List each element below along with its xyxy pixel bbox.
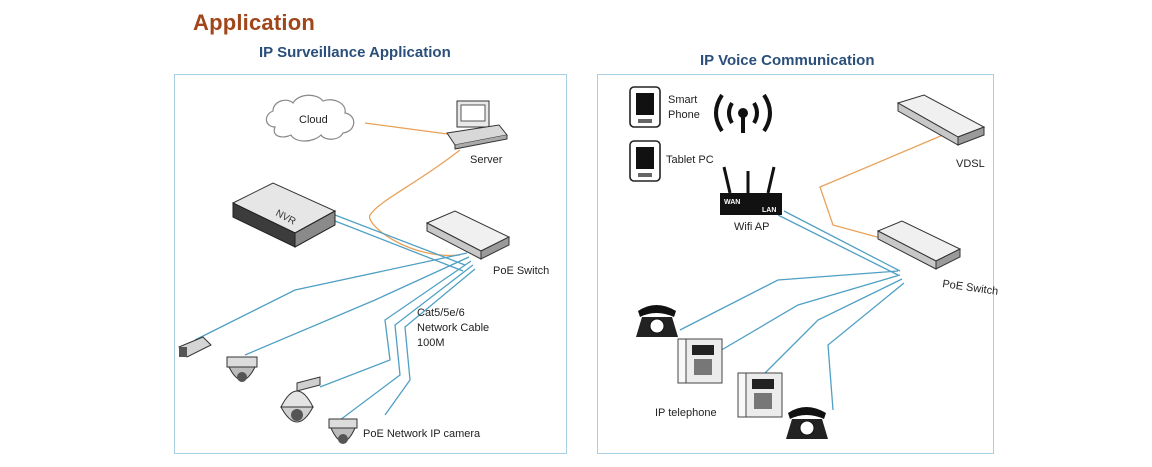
switch-camera5-cable bbox=[384, 268, 476, 416]
nvr-switch-cable-1 bbox=[334, 214, 466, 266]
cable-lines bbox=[679, 134, 944, 411]
rotary-phone-icon bbox=[636, 305, 678, 337]
voice-diagram: Smart Phone Tablet PC WAN LAN Wifi AP bbox=[629, 86, 999, 439]
surveillance-diagram-panel: Cloud Server NVR PoE Switch Cat5/5e/6 Ne… bbox=[174, 74, 567, 454]
vdsl-icon bbox=[896, 94, 986, 146]
smart-phone-icon bbox=[629, 86, 661, 128]
surveillance-diagram: Cloud Server NVR PoE Switch Cat5/5e/6 Ne… bbox=[178, 94, 549, 444]
switch-camera4-cable bbox=[339, 264, 474, 421]
server-label: Server bbox=[470, 154, 503, 166]
voice-panel-title: IP Voice Communication bbox=[700, 52, 875, 69]
switch-phone3-cable bbox=[762, 278, 903, 376]
ip-telephone-icon bbox=[737, 372, 783, 418]
tablet-pc-icon bbox=[629, 140, 661, 182]
poe-switch-icon bbox=[425, 210, 511, 260]
tablet-pc-label: Tablet PC bbox=[666, 154, 714, 166]
ip-telephone-label: IP telephone bbox=[655, 407, 717, 419]
rotary-phone-icon bbox=[786, 407, 828, 439]
cable-label-line2: Network Cable bbox=[417, 322, 489, 334]
wifi-signal-icon bbox=[714, 93, 772, 133]
nvr-switch-cable-2 bbox=[334, 220, 464, 272]
ap-switch-cable-2 bbox=[783, 210, 901, 272]
smart-phone-label-line1: Smart bbox=[668, 94, 697, 106]
poe-switch-label: PoE Switch bbox=[942, 278, 999, 298]
wan-label: WAN bbox=[724, 199, 740, 206]
wifi-ap-label: Wifi AP bbox=[734, 221, 769, 233]
lan-label: LAN bbox=[762, 207, 776, 214]
ptz-camera-icon bbox=[280, 376, 321, 423]
server-switch-cable bbox=[369, 149, 461, 257]
cloud-icon bbox=[265, 94, 355, 142]
switch-camera2-cable bbox=[244, 256, 470, 356]
nvr-icon bbox=[231, 182, 337, 248]
ip-telephone-icon bbox=[677, 338, 723, 384]
cable-label-line3: 100M bbox=[417, 337, 445, 349]
switch-camera3-cable bbox=[319, 260, 472, 388]
server-icon bbox=[446, 100, 508, 150]
smart-phone-label-line2: Phone bbox=[668, 109, 700, 121]
surveillance-panel-title: IP Surveillance Application bbox=[259, 44, 451, 61]
poe-switch-icon bbox=[876, 220, 962, 270]
cloud-label: Cloud bbox=[299, 114, 328, 126]
voice-diagram-panel: Smart Phone Tablet PC WAN LAN Wifi AP bbox=[597, 74, 999, 454]
switch-phone2-cable bbox=[712, 274, 901, 356]
poe-switch-label: PoE Switch bbox=[493, 265, 549, 277]
vdsl-switch-cable bbox=[819, 134, 944, 241]
dome-camera-icon bbox=[226, 356, 258, 382]
switch-phone1-cable bbox=[679, 270, 899, 331]
switch-camera1-cable bbox=[194, 252, 468, 341]
bullet-camera-icon bbox=[178, 336, 212, 358]
cloud-server-cable bbox=[364, 122, 456, 136]
switch-phone4-cable bbox=[827, 282, 905, 411]
vdsl-label: VDSL bbox=[956, 158, 985, 170]
cable-label-line1: Cat5/5e/6 bbox=[417, 307, 465, 319]
wifi-ap-icon bbox=[720, 166, 782, 215]
ap-switch-cable-1 bbox=[777, 214, 899, 276]
page-title: Application bbox=[193, 10, 315, 35]
cable-lines bbox=[194, 122, 476, 421]
ip-camera-icon bbox=[328, 418, 358, 444]
camera-label: PoE Network IP camera bbox=[363, 428, 481, 440]
